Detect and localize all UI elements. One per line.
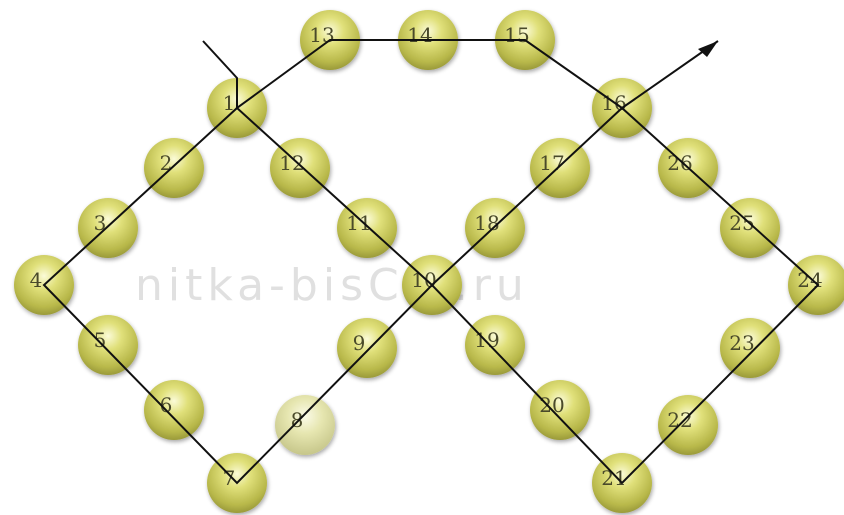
bead-6: 6 bbox=[144, 380, 204, 440]
bead-circle bbox=[530, 380, 590, 440]
bead-circle bbox=[337, 318, 397, 378]
bead-circle bbox=[720, 318, 780, 378]
bead-8: 8 bbox=[275, 395, 335, 455]
bead-label: 14 bbox=[407, 23, 432, 47]
bead-label: 4 bbox=[30, 268, 43, 292]
bead-label: 1 bbox=[223, 91, 236, 115]
bead-label: 18 bbox=[474, 211, 499, 235]
bead-label: 25 bbox=[729, 211, 754, 235]
bead-circle bbox=[144, 380, 204, 440]
thread-path bbox=[42, 39, 820, 485]
bead-label: 15 bbox=[504, 23, 529, 47]
bead-circle bbox=[270, 138, 330, 198]
bead-label: 17 bbox=[539, 151, 564, 175]
bead-label: 19 bbox=[474, 328, 499, 352]
bead-label: 24 bbox=[797, 268, 822, 292]
bead-23: 23 bbox=[720, 318, 780, 378]
bead-25: 25 bbox=[720, 198, 780, 258]
bead-label: 23 bbox=[729, 331, 754, 355]
bead-label: 9 bbox=[353, 331, 366, 355]
bead-label: 6 bbox=[160, 393, 173, 417]
bead-circle bbox=[78, 315, 138, 375]
bead-9: 9 bbox=[337, 318, 397, 378]
arrow-head-icon bbox=[698, 41, 718, 57]
bead-label: 11 bbox=[346, 211, 371, 235]
bead-label: 2 bbox=[160, 151, 173, 175]
bead-circle bbox=[720, 198, 780, 258]
bead-12: 12 bbox=[270, 138, 330, 198]
bead-label: 26 bbox=[667, 151, 692, 175]
bead-22: 22 bbox=[658, 395, 718, 455]
bead-circle bbox=[465, 315, 525, 375]
bead-label: 20 bbox=[539, 393, 564, 417]
bead-20: 20 bbox=[530, 380, 590, 440]
bead-19: 19 bbox=[465, 315, 525, 375]
bead-label: 3 bbox=[94, 211, 107, 235]
bead-5: 5 bbox=[78, 315, 138, 375]
watermark-text: nitka-bisCin.ru bbox=[135, 260, 529, 311]
bead-circle bbox=[275, 395, 335, 455]
bead-label: 22 bbox=[667, 408, 692, 432]
bead-label: 10 bbox=[411, 268, 436, 292]
bead-circle bbox=[658, 395, 718, 455]
bead-label: 8 bbox=[291, 408, 304, 432]
bead-label: 21 bbox=[601, 466, 626, 490]
bead-label: 12 bbox=[279, 151, 304, 175]
bead-label: 13 bbox=[309, 23, 334, 47]
